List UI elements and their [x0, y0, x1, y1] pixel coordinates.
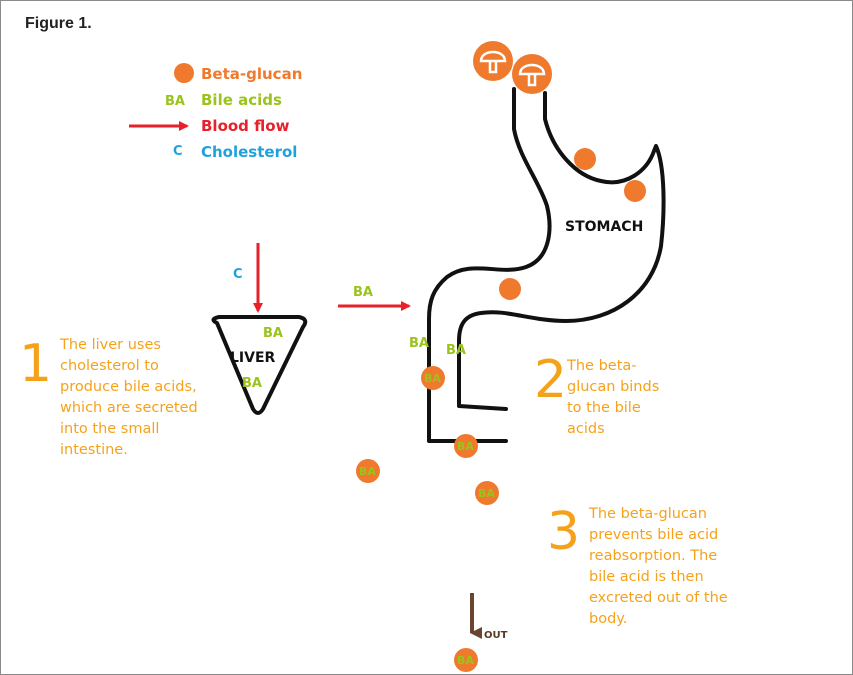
step-1: 1 The liver uses cholesterol to produce … [19, 334, 198, 458]
legend-c-symbol: C [173, 144, 183, 159]
beta-glucan-dot [499, 278, 521, 300]
duodenum-ba-label: BA [409, 336, 429, 351]
cholesterol-c-label: C [233, 267, 243, 282]
liver-ba-label-top: BA [263, 326, 283, 341]
step-line: glucan binds [567, 379, 659, 395]
svg-text:BA: BA [359, 465, 376, 478]
step-line: cholesterol to [60, 358, 159, 374]
legend-beta-glucan-dot [174, 63, 194, 83]
step-line: into the small [60, 421, 159, 437]
step-line: The liver uses [59, 337, 161, 353]
bound-dot: BA [454, 648, 478, 672]
step-line: which are secreted [60, 400, 198, 416]
step-number: 3 [547, 502, 580, 562]
mushroom-icon [473, 41, 513, 81]
step-line: intestine. [60, 442, 128, 458]
stomach-inner [429, 89, 549, 441]
liver-ba-label-bottom: BA [242, 376, 262, 391]
step-line: prevents bile acid [589, 527, 718, 543]
legend-ba-symbol: BA [165, 94, 185, 109]
svg-text:BA: BA [457, 654, 474, 667]
step-3: 3 The beta-glucan prevents bile acid rea… [547, 502, 728, 627]
legend-bile-acids-label: Bile acids [201, 91, 282, 109]
step-line: The beta-glucan [588, 506, 707, 522]
step-line: to the bile [567, 400, 641, 416]
bound-dot: BA [454, 434, 478, 458]
duodenum-ba-label: BA [446, 343, 466, 358]
ba-inflow-label: BA [353, 285, 373, 300]
liver: C BA LIVER BA [213, 243, 305, 413]
step-number: 1 [19, 334, 52, 394]
svg-text:BA: BA [478, 487, 495, 500]
out-label: OUT [484, 630, 508, 641]
step-line: excreted out of the [589, 590, 728, 606]
stomach-label: STOMACH [565, 219, 643, 235]
step-line: reabsorption. The [589, 548, 717, 564]
beta-glucan-dot [624, 180, 646, 202]
liver-label: LIVER [230, 350, 276, 366]
step-2: 2 The beta- glucan binds to the bile aci… [534, 350, 659, 437]
step-line: acids [567, 421, 605, 437]
mushroom-icon [512, 54, 552, 94]
svg-text:BA: BA [457, 440, 474, 453]
step-line: The beta- [566, 358, 637, 374]
svg-text:BA: BA [424, 372, 441, 385]
step-line: produce bile acids, [60, 379, 197, 395]
bound-dot: BA [356, 459, 380, 483]
legend: Beta-glucan BA Bile acids Blood flow C C… [129, 63, 302, 161]
beta-glucan-dot [574, 148, 596, 170]
legend-cholesterol-label: Cholesterol [201, 143, 297, 161]
legend-beta-glucan-label: Beta-glucan [201, 65, 302, 83]
step-line: bile acid is then [589, 569, 704, 585]
step-number: 2 [534, 350, 567, 410]
legend-blood-flow-label: Blood flow [201, 117, 290, 135]
step-line: body. [589, 611, 627, 627]
bound-dot: BA [421, 366, 445, 390]
bound-dot: BA [475, 481, 499, 505]
